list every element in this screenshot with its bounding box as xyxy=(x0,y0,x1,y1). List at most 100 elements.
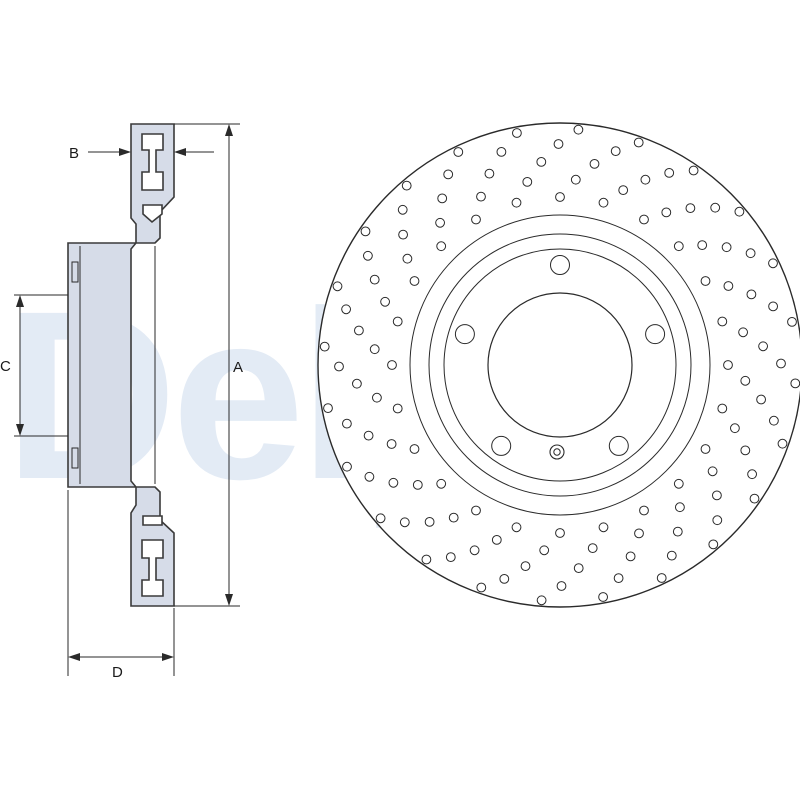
drill-hole xyxy=(319,341,330,352)
drill-hole xyxy=(399,517,410,528)
drill-hole xyxy=(777,438,788,449)
bolt-holes xyxy=(454,255,666,456)
dimension-label-c: C xyxy=(0,358,11,375)
drill-hole xyxy=(445,552,456,562)
drill-hole xyxy=(712,515,723,526)
drill-hole xyxy=(710,202,721,213)
drill-hole xyxy=(539,545,550,556)
drill-hole xyxy=(369,274,380,285)
disc-front-view xyxy=(317,122,800,608)
drill-hole xyxy=(618,185,629,196)
drill-hole xyxy=(469,545,480,556)
vent-channel-bottom xyxy=(141,539,164,597)
drill-hole xyxy=(717,403,728,414)
drill-hole xyxy=(598,197,609,208)
drill-hole xyxy=(685,203,696,214)
drill-hole xyxy=(409,444,420,454)
drill-hole xyxy=(556,581,567,591)
drill-hole xyxy=(610,146,621,157)
drill-hole xyxy=(536,595,547,606)
drill-hole xyxy=(675,502,685,513)
drill-hole xyxy=(392,403,403,414)
drill-hole xyxy=(437,193,448,204)
drill-hole xyxy=(776,358,786,369)
drill-hole xyxy=(499,574,510,584)
drill-hole xyxy=(342,418,352,429)
drill-hole xyxy=(625,551,636,562)
drill-hole xyxy=(639,505,649,516)
dimension-label-b: B xyxy=(69,145,79,162)
drill-hole xyxy=(740,375,751,386)
drill-hole xyxy=(476,582,487,593)
drill-hole xyxy=(380,296,391,307)
drill-hole xyxy=(386,439,397,449)
drill-hole xyxy=(769,415,779,426)
drill-hole xyxy=(443,169,454,180)
drill-hole xyxy=(360,226,371,237)
drill-hole xyxy=(700,276,711,286)
drill-hole xyxy=(738,327,748,338)
hat-step xyxy=(443,248,677,482)
drill-hole xyxy=(768,258,778,269)
drill-hole xyxy=(342,461,352,472)
drill-hole xyxy=(555,528,565,538)
bolt-hole xyxy=(491,435,512,456)
drill-hole xyxy=(424,517,435,527)
drill-hole xyxy=(363,250,373,261)
drill-hole xyxy=(734,206,745,217)
drill-hole xyxy=(717,316,728,327)
drill-hole xyxy=(555,192,565,202)
drill-hole xyxy=(435,217,446,228)
drill-hole xyxy=(745,248,756,259)
drill-hole xyxy=(656,573,667,583)
drill-hole xyxy=(747,469,757,480)
drill-hole xyxy=(688,165,699,176)
drill-hole xyxy=(723,360,733,370)
drill-hole xyxy=(598,522,609,533)
drill-hole xyxy=(520,561,531,571)
bolt-hole xyxy=(550,255,570,275)
center-bore xyxy=(487,292,633,438)
drill-holes xyxy=(319,124,800,606)
drill-hole xyxy=(496,147,507,157)
bolt-hole xyxy=(645,324,666,345)
drill-hole xyxy=(388,477,399,488)
drill-hole xyxy=(673,478,684,489)
drill-hole xyxy=(412,480,423,490)
drill-hole xyxy=(587,543,598,553)
drill-hole xyxy=(397,204,408,215)
drill-hole xyxy=(730,423,740,434)
vent-channel-top xyxy=(141,133,164,191)
drill-hole xyxy=(589,159,600,169)
drill-hole xyxy=(511,522,522,533)
drill-hole xyxy=(448,512,459,523)
drill-hole xyxy=(512,128,522,138)
friction-ring-inner-edge xyxy=(409,214,711,516)
drill-hole xyxy=(787,317,797,327)
hat-outer-edge xyxy=(428,233,692,497)
drill-hole xyxy=(768,301,778,312)
drill-hole xyxy=(354,325,364,336)
drill-hole xyxy=(436,478,447,489)
drill-hole xyxy=(573,563,584,573)
drill-hole xyxy=(375,513,386,524)
drill-hole xyxy=(398,229,409,240)
drill-hole xyxy=(471,505,481,516)
drill-hole xyxy=(332,281,343,292)
drill-hole xyxy=(369,344,380,355)
drill-hole xyxy=(402,253,413,264)
dimension-lines xyxy=(14,123,240,676)
drill-hole xyxy=(673,241,684,252)
drill-hole xyxy=(409,276,420,286)
locator-hole xyxy=(549,444,565,460)
drill-hole xyxy=(790,378,800,389)
drill-hole xyxy=(323,403,333,414)
drill-hole xyxy=(392,316,403,327)
drill-hole xyxy=(746,289,757,300)
dimension-label-d: D xyxy=(112,664,123,681)
drill-hole xyxy=(721,242,732,253)
drill-hole xyxy=(573,124,584,135)
drill-hole xyxy=(640,174,651,185)
drill-hole xyxy=(334,361,344,372)
